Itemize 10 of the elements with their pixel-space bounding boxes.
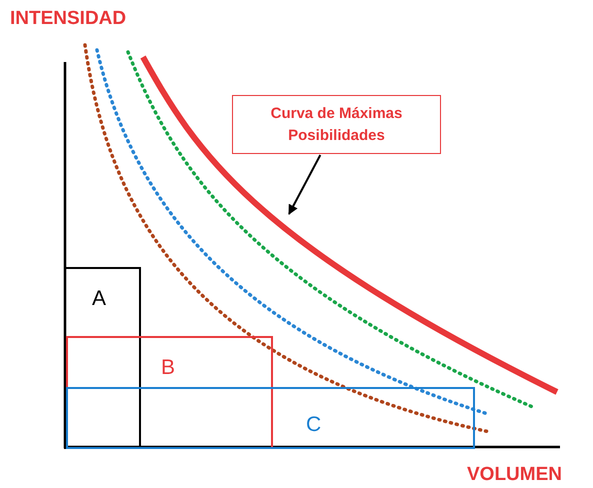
region-label: A xyxy=(92,287,106,311)
region-box xyxy=(64,267,141,449)
axis-title: INTENSIDAD xyxy=(10,8,126,30)
leader-line xyxy=(288,154,322,215)
region-label: B xyxy=(161,356,176,380)
region-label: C xyxy=(306,413,322,437)
callout-text: Curva de Máximas Posibilidades xyxy=(270,104,404,146)
region-box xyxy=(66,336,273,449)
axis-title: VOLUMEN xyxy=(467,464,562,486)
region-box xyxy=(66,387,475,449)
